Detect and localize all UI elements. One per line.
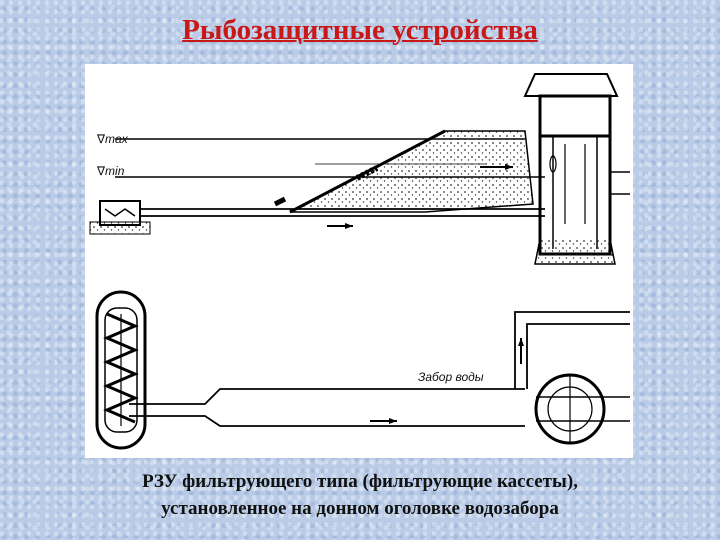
section-view: ∇max ∇min xyxy=(89,73,630,265)
caption-line-1: РЗУ фильтрующего типа (фильтрующие кассе… xyxy=(142,471,578,492)
water-intake-label: Забор воды xyxy=(418,370,484,384)
plan-pipe-bottom xyxy=(129,415,525,427)
shaft-body xyxy=(538,134,612,256)
caption-line-2: установленное на донном оголовке водозаб… xyxy=(161,498,559,519)
cassette-mark xyxy=(273,196,287,207)
slide-title: Рыбозащитные устройства xyxy=(182,14,538,46)
level-min-label: ∇min xyxy=(96,164,125,178)
tower-frame xyxy=(538,94,612,138)
cassette-mark xyxy=(355,165,379,181)
outlet-pipe xyxy=(514,311,630,389)
embankment xyxy=(289,130,534,213)
fish-protection-diagram: ∇max ∇min xyxy=(89,73,630,450)
plan-pipe-top xyxy=(129,388,525,405)
diagram-panel: ∇max ∇min xyxy=(85,64,633,458)
slide-caption: РЗУ фильтрующего типа (фильтрующие кассе… xyxy=(60,468,660,522)
tower-roof xyxy=(523,73,619,97)
level-max-label: ∇max xyxy=(96,132,129,146)
plan-view: Забор воды xyxy=(95,290,630,450)
